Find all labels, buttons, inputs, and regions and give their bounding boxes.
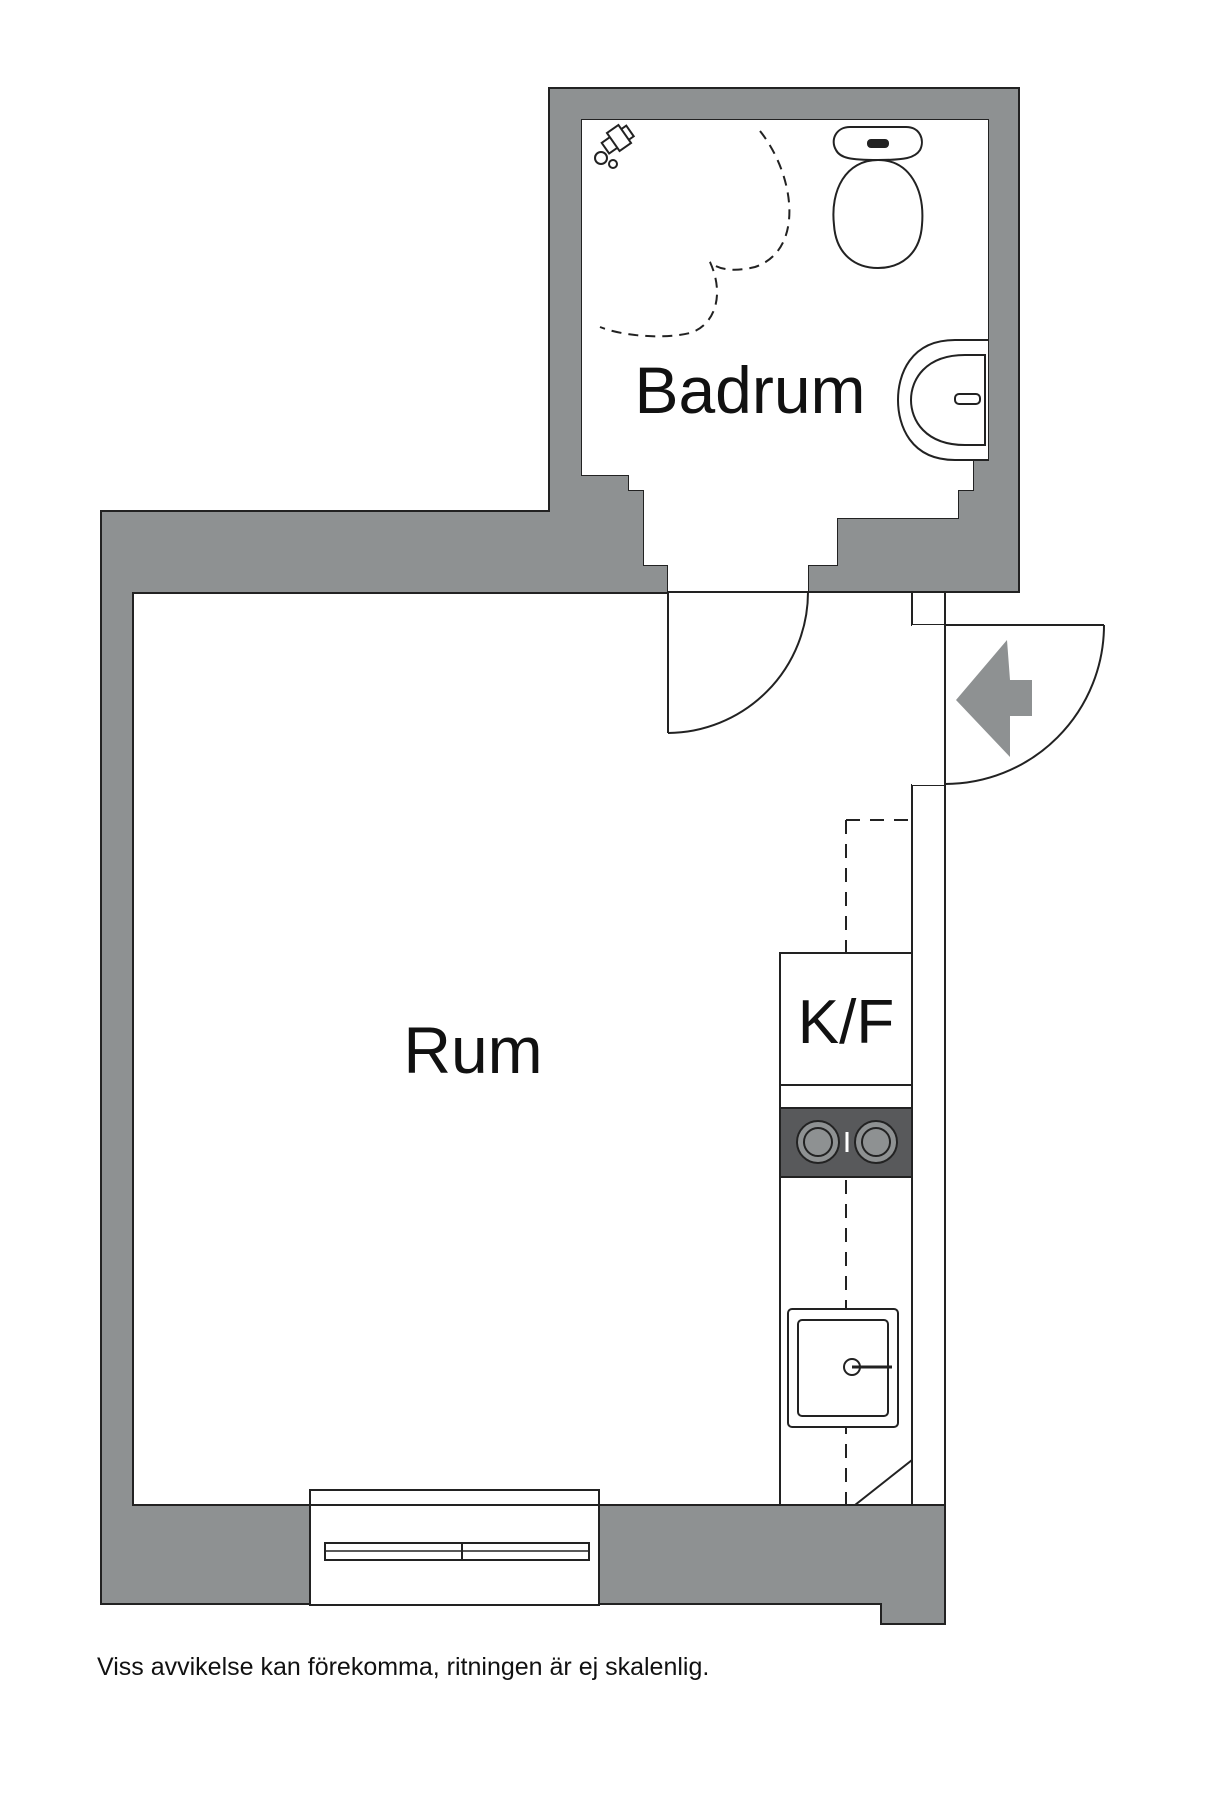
room-label-bathroom: Badrum: [634, 353, 865, 427]
disclaimer-note: Viss avvikelse kan förekomma, ritningen …: [97, 1653, 710, 1681]
entrance-door: [944, 624, 1105, 785]
entrance-arrow-icon: [956, 640, 1032, 757]
room-label-main: Rum: [403, 1013, 542, 1087]
shower-curtain: [599, 130, 791, 338]
room-label-kitchen: K/F: [798, 988, 894, 1057]
washbasin-icon: [896, 339, 988, 461]
stove-icon: [779, 1107, 913, 1178]
kitchen-sink-icon: [787, 1308, 899, 1428]
window: [309, 1489, 600, 1606]
shower-head-icon: [594, 123, 636, 169]
toilet-icon: [832, 126, 924, 270]
bathroom-door: [667, 591, 809, 734]
entrance-opening: [912, 625, 947, 785]
